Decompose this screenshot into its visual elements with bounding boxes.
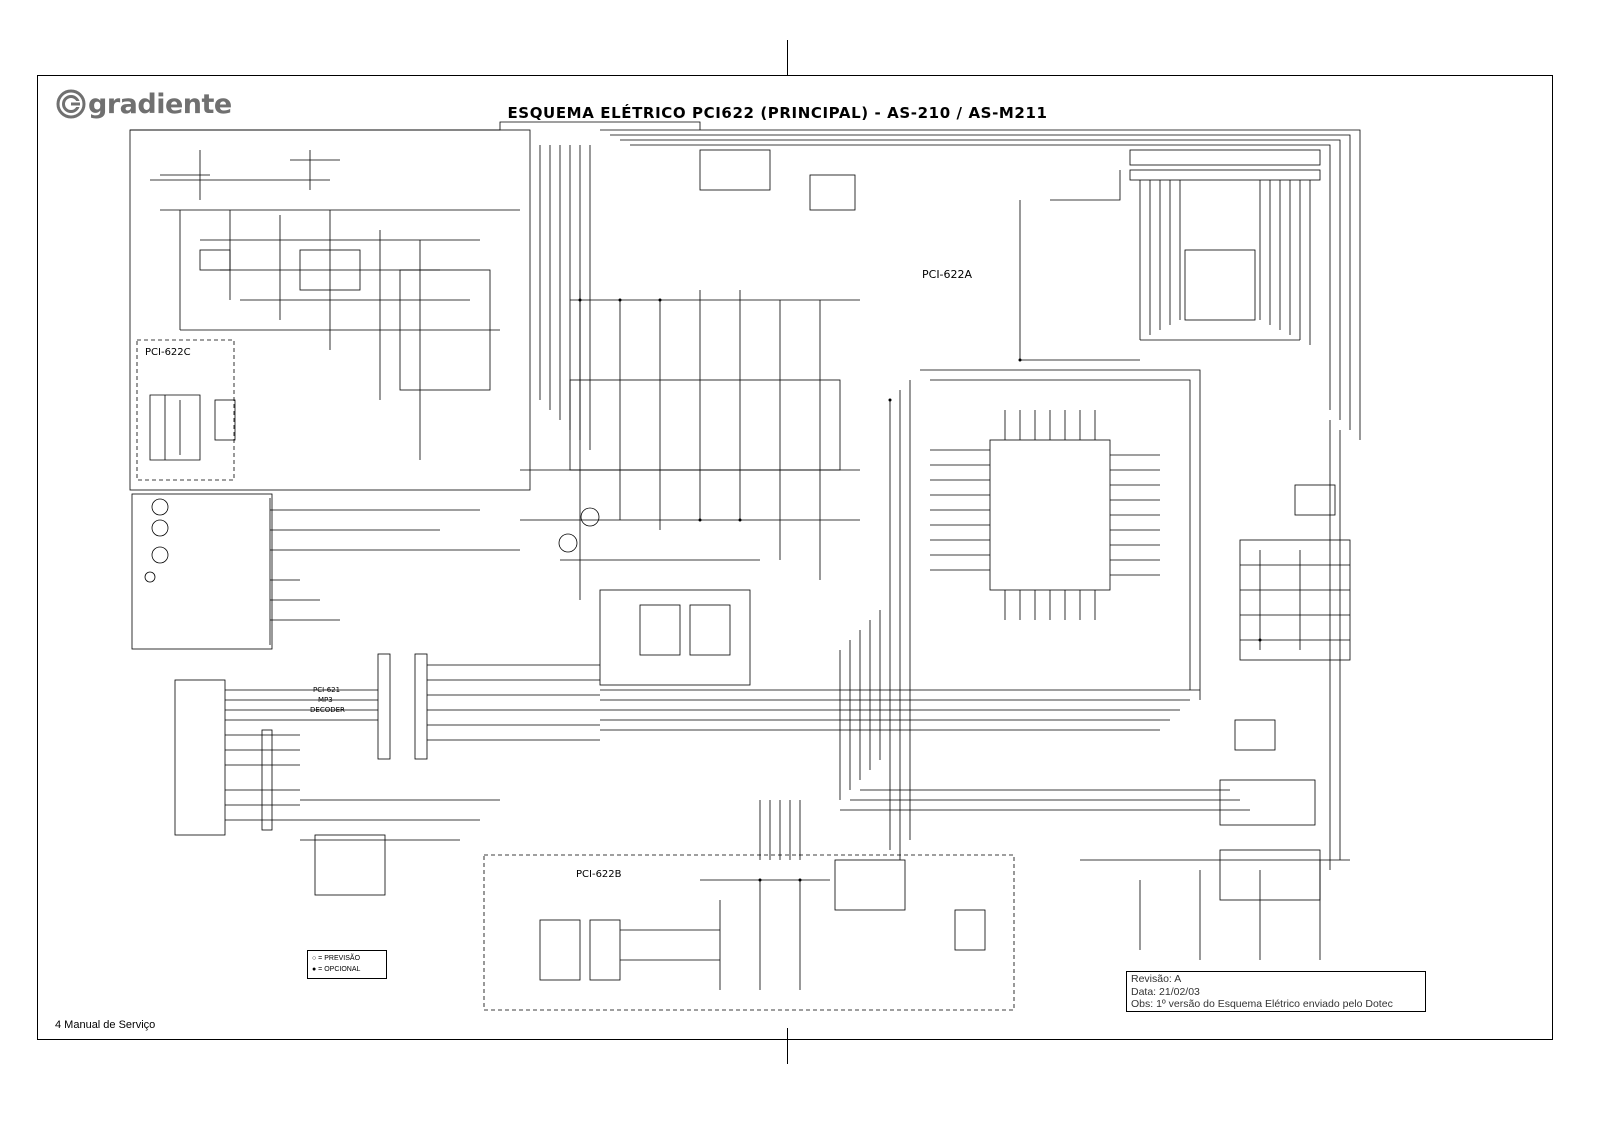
logo-wordmark: gradiente [88,88,232,120]
page-title: ESQUEMA ELÉTRICO PCI622 (PRINCIPAL) - AS… [507,104,1048,122]
gradiente-logo-icon [56,89,86,119]
board-label-pci621: PCI-621 [313,686,341,694]
legend-box: ○ = PREVISÃO ● = OPCIONAL [307,950,387,979]
sheet-border [37,75,1553,1040]
legend-item-previsao: ○ = PREVISÃO [312,955,361,962]
board-label-pci622a: PCI-622A [922,268,973,281]
revision-date: Data: 21/02/03 [1131,985,1200,998]
crop-mark-bottom [787,1028,788,1064]
board-label-pci621-decoder: DECODER [310,706,345,714]
legend-previsao-label: PREVISÃO [324,955,361,962]
board-label-pci622c: PCI-622C [145,347,191,358]
crop-mark-top [787,40,788,76]
board-label-pci621-mp3: MP3 [318,696,333,704]
board-label-pci622b: PCI-622B [576,869,622,880]
revision-notes: Obs: 1º versão do Esquema Elétrico envia… [1131,998,1393,1010]
legend-item-opcional: ● = OPCIONAL [312,966,361,973]
page-footer: 4 Manual de Serviço [55,1019,156,1031]
revision-label: Revisão: A [1131,973,1182,985]
legend-opcional-label: OPCIONAL [324,966,361,973]
revision-box: Revisão: A Data: 21/02/03 Obs: 1º versão… [1126,971,1426,1012]
brand-logo: gradiente [56,86,232,122]
